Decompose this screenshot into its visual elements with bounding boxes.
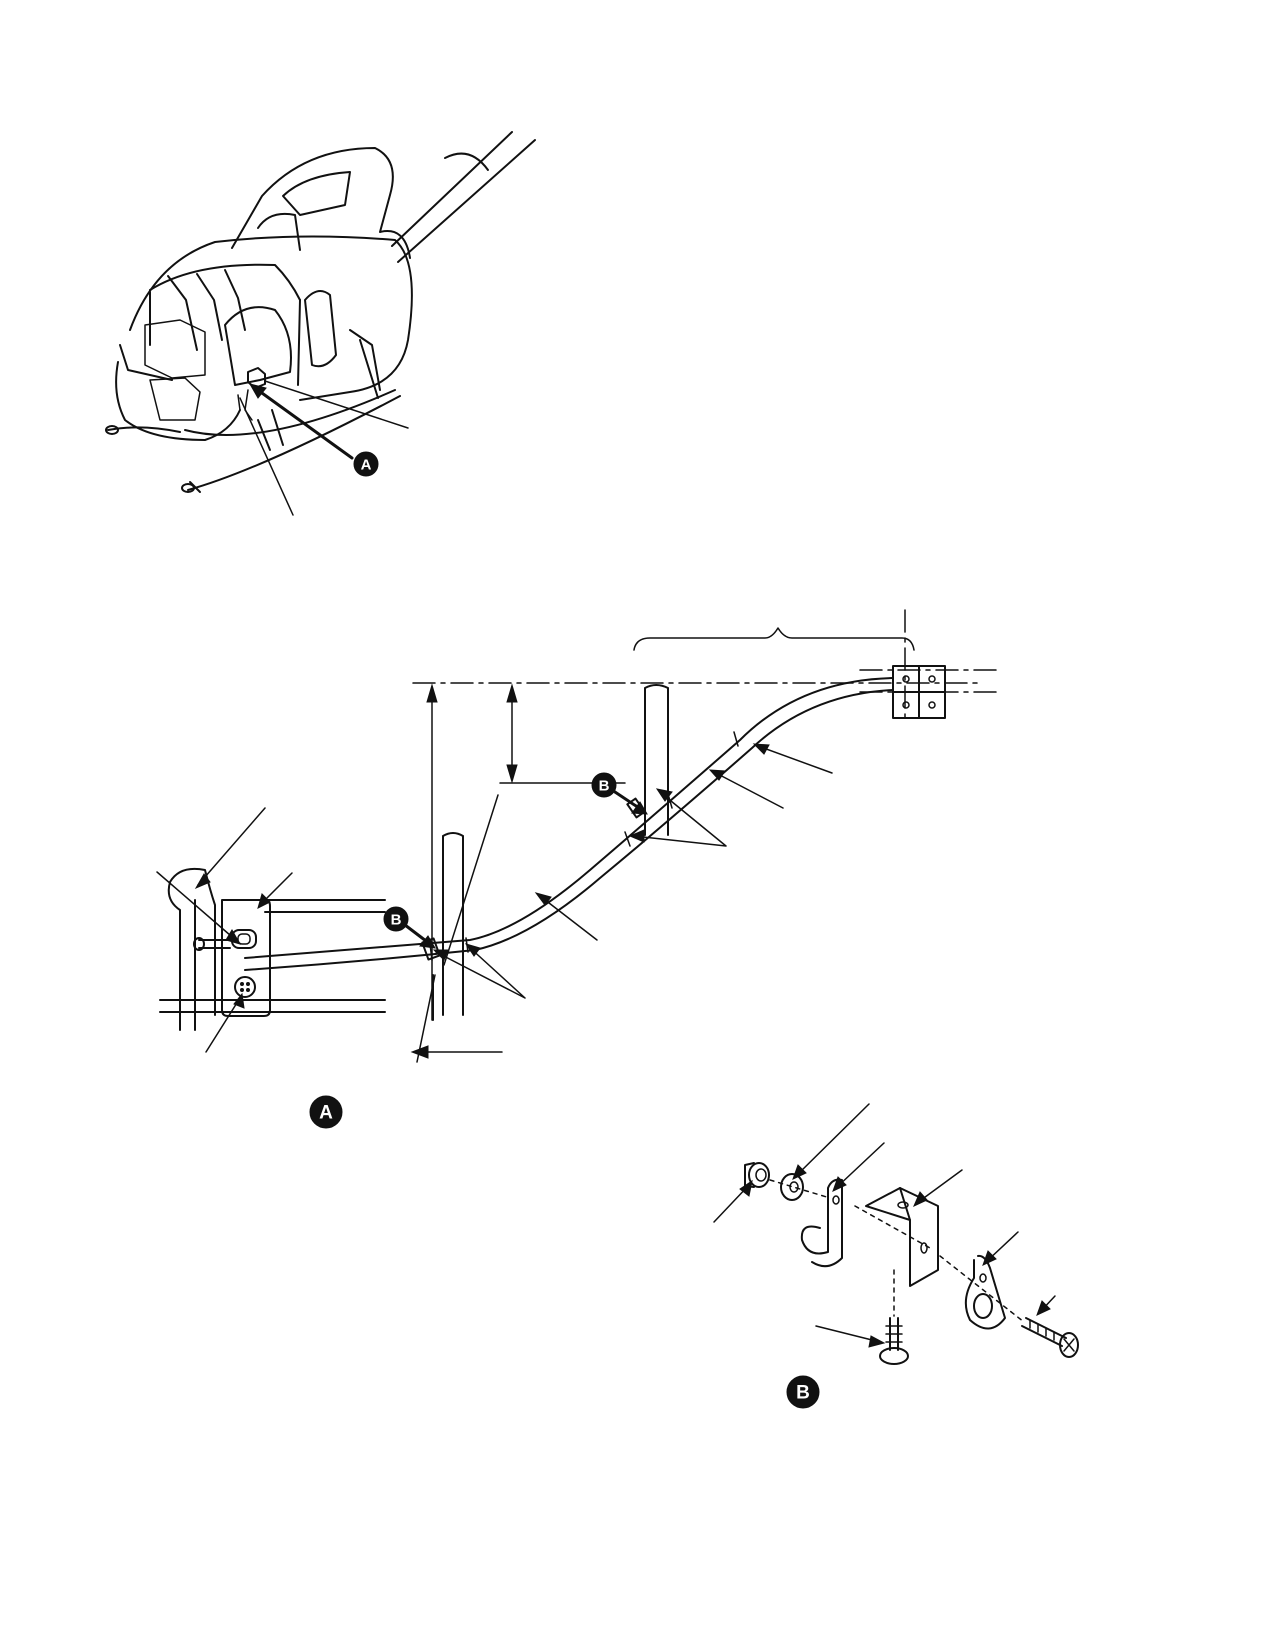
callout-a-main-label: A <box>361 457 372 474</box>
callout-detail-a: A <box>309 1095 343 1129</box>
callout-detail-b: B <box>786 1375 820 1409</box>
callout-detail-b-label: B <box>796 1383 810 1404</box>
callout-b-upper-label: B <box>599 778 610 795</box>
helicopter-overview <box>105 131 536 516</box>
callout-detail-a-label: A <box>319 1103 333 1124</box>
callout-b-lower-label: B <box>391 912 402 929</box>
callout-b-upper: B <box>591 772 617 798</box>
detail-a-cable-routing <box>156 609 1001 1063</box>
detail-b-clamp-hardware <box>713 1103 1079 1365</box>
callout-b-lower: B <box>383 906 409 932</box>
callout-a-main: A <box>353 451 379 477</box>
